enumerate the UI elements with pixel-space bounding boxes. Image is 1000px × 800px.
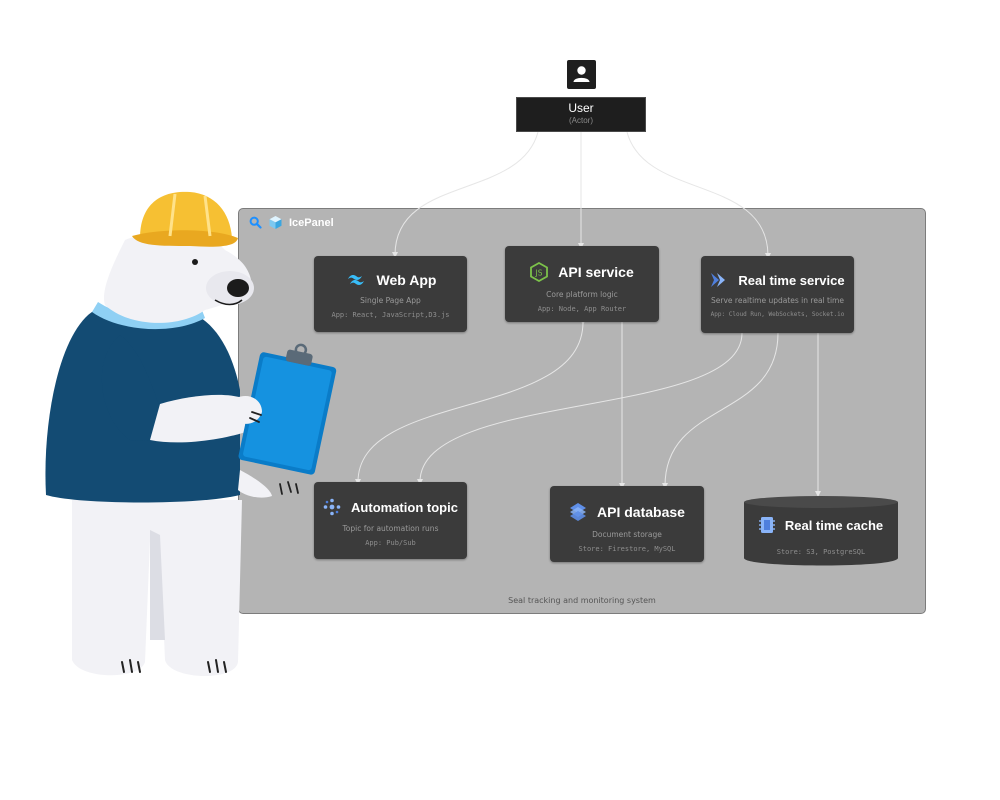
api-service-tech: App: Node, App Router [537, 305, 627, 313]
node-api-service[interactable]: JS API service Core platform logic App: … [505, 246, 659, 322]
actor-type: (Actor) [569, 116, 593, 125]
automation-topic-tech: App: Pub/Sub [365, 539, 416, 547]
api-database-tech: Store: Firestore, MySQL [578, 545, 676, 553]
automation-topic-desc: Topic for automation runs [342, 524, 439, 533]
svg-text:JS: JS [535, 269, 543, 278]
actor-name: User [568, 101, 594, 115]
realtime-service-title: Real time service [738, 272, 845, 288]
cylinder-shape [744, 496, 898, 566]
cloud-run-icon [711, 273, 726, 287]
node-web-app[interactable]: Web App Single Page App App: React, Java… [314, 256, 467, 332]
clipboard [238, 343, 337, 475]
api-service-title: API service [558, 264, 634, 280]
nodejs-icon: JS [530, 262, 549, 282]
memorystore-icon [758, 517, 775, 533]
realtime-service-desc: Serve realtime updates in real time [711, 296, 844, 305]
realtime-cache-tech: Store: S3, PostgreSQL [776, 548, 866, 556]
node-api-database[interactable]: API database Document storage Store: Fir… [550, 486, 704, 562]
actor-icon-box[interactable] [567, 60, 596, 89]
web-app-title: Web App [376, 272, 437, 288]
node-realtime-service[interactable]: Real time service Serve realtime updates… [701, 256, 854, 333]
api-database-desc: Document storage [592, 530, 662, 539]
person-icon [573, 66, 590, 82]
api-database-title: API database [597, 504, 685, 520]
pubsub-icon [323, 498, 341, 516]
firestore-icon [570, 503, 587, 521]
actor-user[interactable]: User (Actor) [516, 97, 646, 132]
system-header: IcePanel [249, 215, 334, 230]
realtime-service-tech: App: Cloud Run, WebSockets, Socket.io [710, 311, 845, 318]
icepanel-cube-icon [269, 216, 282, 229]
node-automation-topic[interactable]: Automation topic Topic for automation ru… [314, 482, 467, 559]
web-app-desc: Single Page App [360, 296, 421, 305]
node-realtime-cache[interactable]: Real time cache Store: S3, PostgreSQL [744, 494, 898, 566]
polar-bear-mascot [45, 191, 337, 677]
system-brand: IcePanel [289, 216, 334, 229]
api-service-desc: Core platform logic [546, 290, 618, 299]
system-caption: Seal tracking and monitoring system [508, 596, 656, 605]
tailwind-icon [347, 275, 364, 285]
automation-topic-title: Automation topic [351, 499, 458, 515]
realtime-cache-title: Real time cache [784, 517, 884, 533]
search-icon[interactable] [249, 216, 262, 229]
web-app-tech: App: React, JavaScript,D3.js [331, 311, 450, 319]
